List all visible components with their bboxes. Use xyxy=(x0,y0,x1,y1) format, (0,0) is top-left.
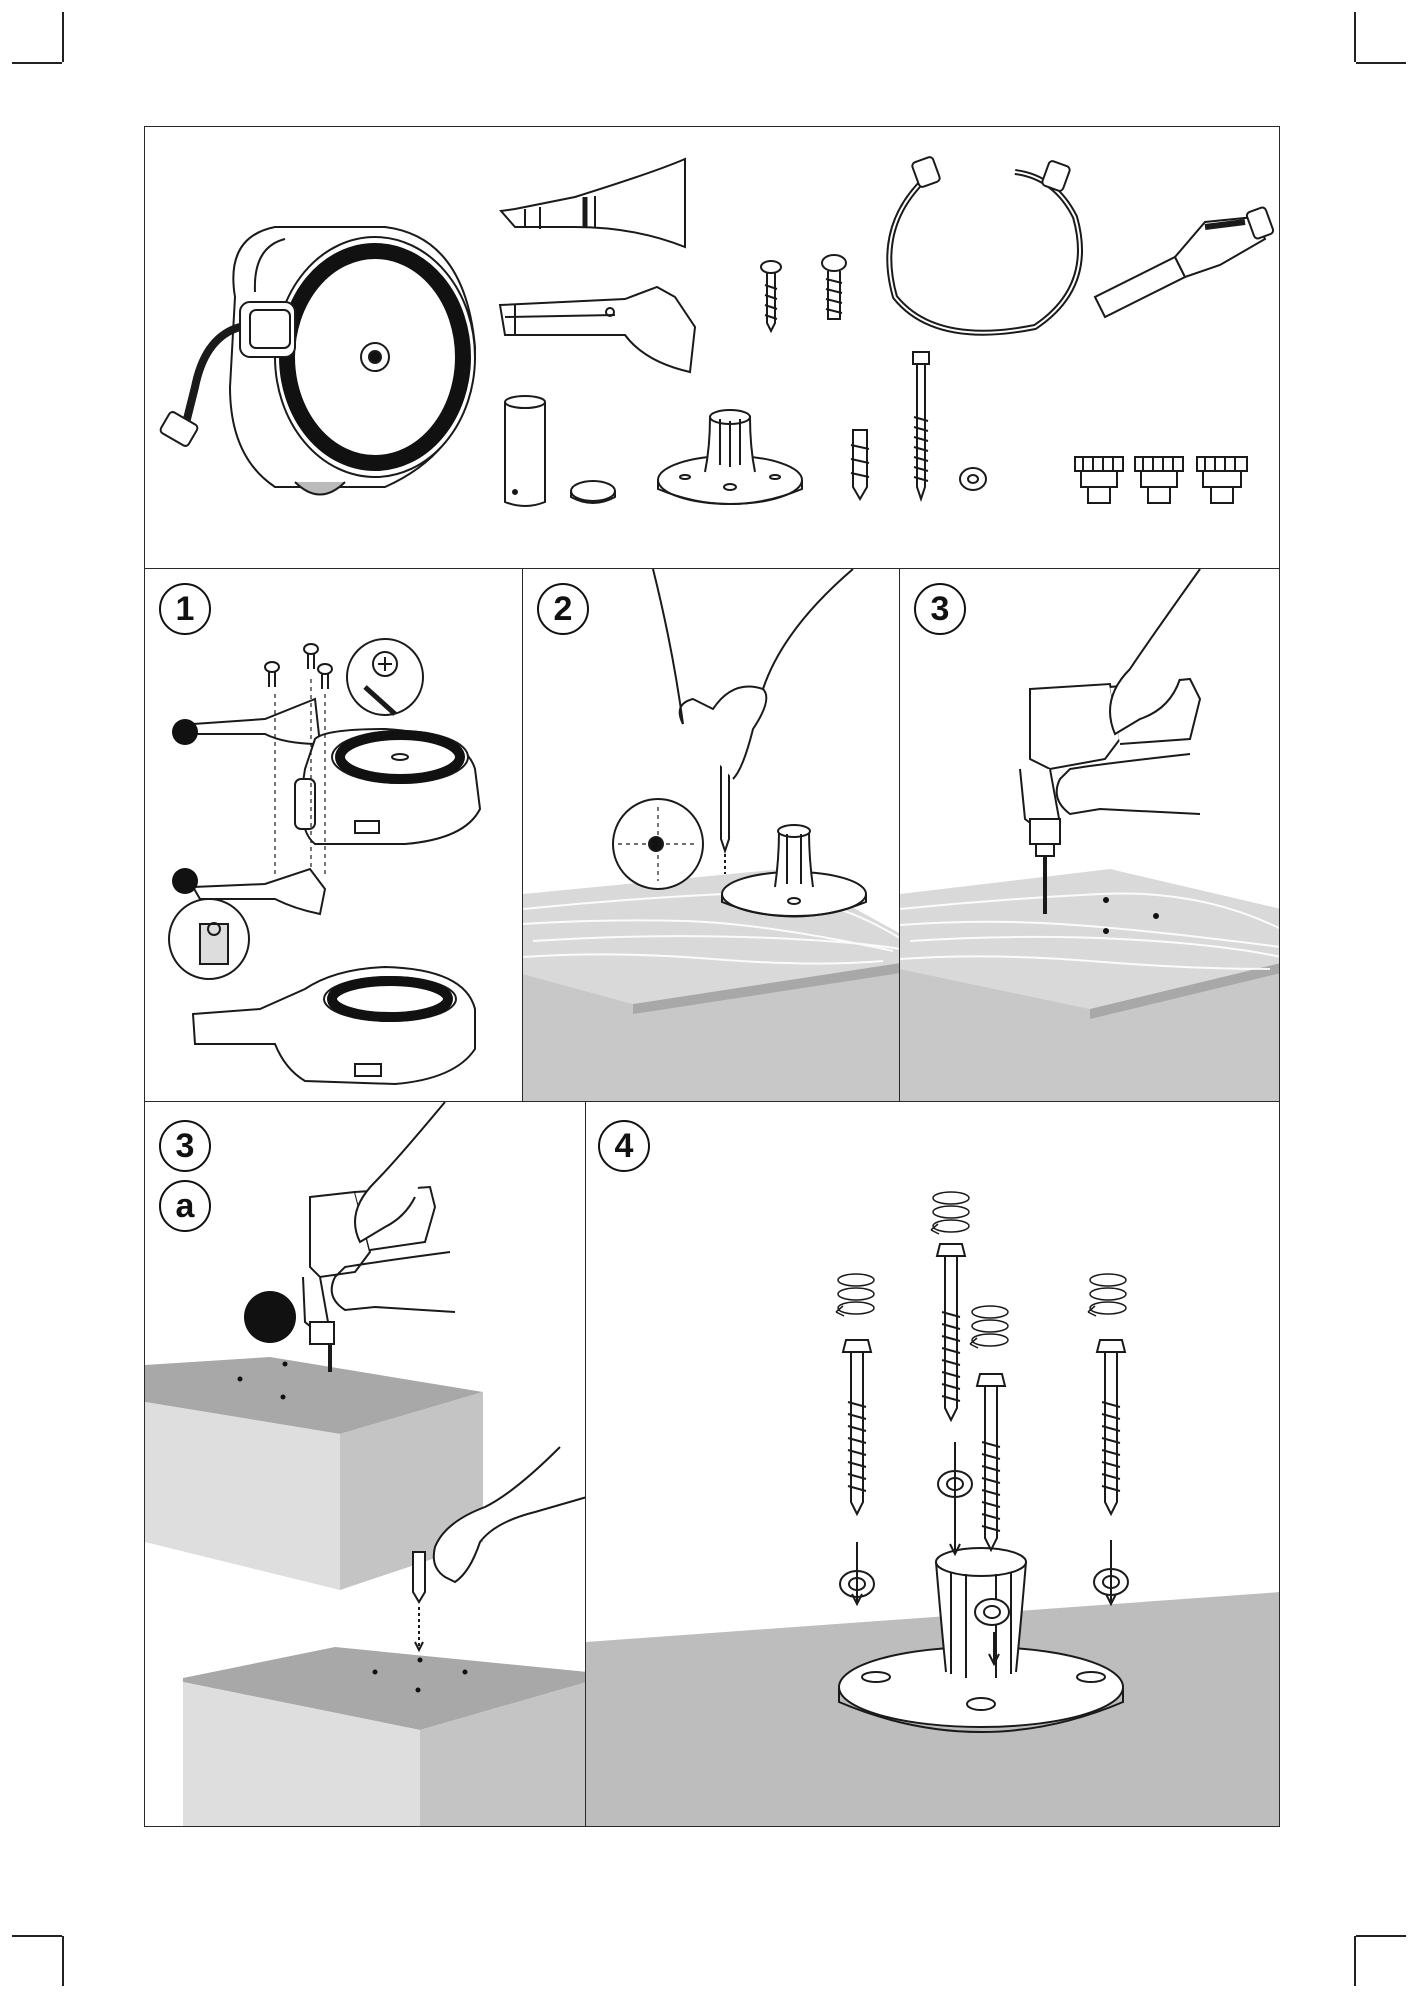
crop-mark xyxy=(12,62,62,64)
crop-mark xyxy=(62,12,64,62)
tap-adapter-icon xyxy=(1075,457,1123,503)
hose-reel-icon xyxy=(159,227,475,495)
drill-icon xyxy=(1020,569,1200,914)
hose-icon xyxy=(889,156,1080,333)
step-letter-badge: a xyxy=(159,1180,211,1232)
screw-icon xyxy=(318,664,332,689)
screw-icon xyxy=(761,261,781,331)
screw-icon xyxy=(822,255,846,319)
rotation-arrow-icon xyxy=(836,1274,874,1316)
washer-icon xyxy=(960,468,986,490)
wall-bracket-icon xyxy=(500,287,695,372)
parts-panel xyxy=(144,126,1280,569)
crop-mark xyxy=(1354,1936,1356,1986)
step-1-panel: 1 xyxy=(144,568,523,1102)
step-number-badge: 1 xyxy=(159,583,211,635)
spacer-tube-icon xyxy=(505,396,545,506)
spray-nozzle-icon xyxy=(1095,206,1274,317)
rotation-arrow-icon xyxy=(1088,1274,1126,1316)
drill-icon xyxy=(303,1102,455,1372)
step-number-badge: 3 xyxy=(914,583,966,635)
step-3-panel: 3 xyxy=(899,568,1280,1102)
step-3a-panel: 3 a xyxy=(144,1101,586,1827)
step-2-panel: 2 xyxy=(522,568,900,1102)
screw-icon xyxy=(265,662,279,687)
step-number-badge: 3 xyxy=(159,1120,211,1172)
tap-adapter-icon xyxy=(1135,457,1183,503)
crop-mark xyxy=(62,1936,64,1986)
step-4-panel: 4 xyxy=(585,1101,1280,1827)
washer-icon xyxy=(975,1599,1009,1625)
step-number-badge: 4 xyxy=(598,1120,650,1172)
lag-bolt-icon xyxy=(843,1340,871,1514)
screw-icon xyxy=(347,639,423,715)
wall-plug-icon xyxy=(851,430,869,499)
lag-bolt-icon xyxy=(1097,1340,1125,1514)
crop-mark xyxy=(1356,62,1406,64)
step-number-badge: 2 xyxy=(537,583,589,635)
crop-mark xyxy=(1356,1935,1406,1937)
lag-bolt-icon xyxy=(937,1244,965,1420)
tap-adapter-icon xyxy=(1197,457,1247,503)
crop-mark xyxy=(1354,12,1356,62)
cap-icon xyxy=(571,481,615,503)
lag-bolt-icon xyxy=(913,352,929,499)
lag-bolt-icon xyxy=(977,1374,1005,1550)
crop-mark xyxy=(12,1935,62,1937)
wall-bracket-icon xyxy=(501,159,685,247)
mounting-base-icon xyxy=(658,410,802,504)
rotation-arrow-icon xyxy=(970,1306,1008,1348)
screw-icon xyxy=(304,644,318,669)
rotation-arrow-icon xyxy=(931,1192,969,1234)
mounting-base-icon xyxy=(722,825,866,917)
